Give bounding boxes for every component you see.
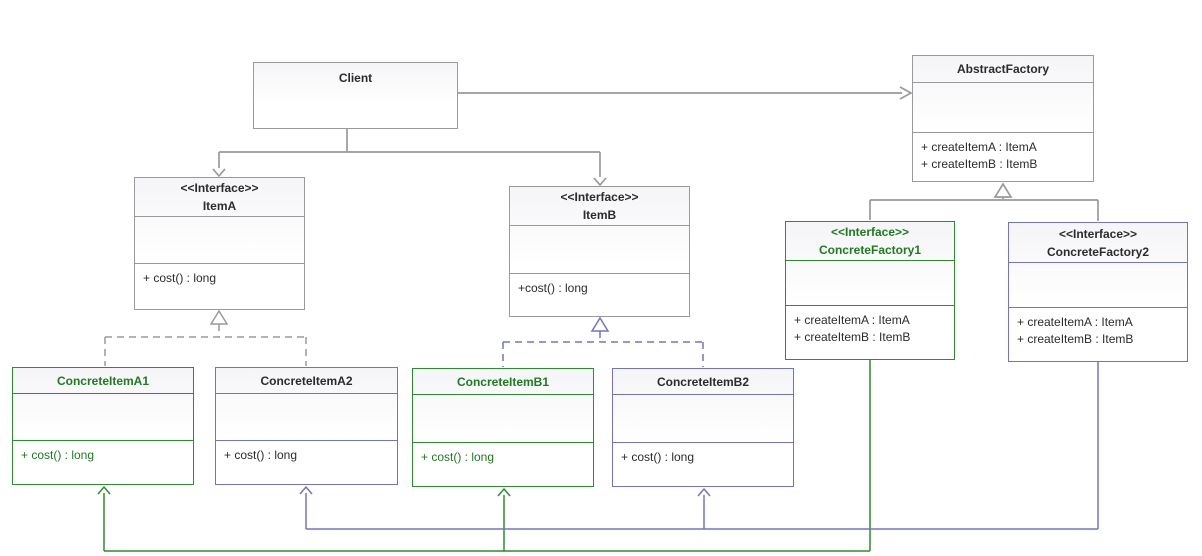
attributes-compartment [510,225,689,273]
method-label: + cost() : long [143,271,217,285]
class-title: AbstractFactory [956,62,1050,76]
interface-concretefactory2[interactable]: <<Interface>> ConcreteFactory2 + createI… [1008,222,1188,362]
edge-factory1-to-items[interactable] [97,360,871,552]
method-label: +cost() : long [518,281,588,295]
class-client[interactable]: Client [253,62,458,129]
methods-compartment: + cost() : long [216,440,397,484]
method-label: + createItemB : ItemB [921,157,1038,171]
open-arrowhead-down-icon [212,168,226,178]
class-header: <<Interface>> ConcreteFactory1 [786,222,954,260]
attributes-compartment [135,216,304,263]
interface-itemb[interactable]: <<Interface>> ItemB +cost() : long [509,186,690,317]
hollow-triangle-icon [590,316,610,332]
hollow-triangle-icon [993,182,1013,198]
class-title: ConcreteItemB2 [656,374,750,389]
methods-compartment: + cost() : long [613,442,793,486]
stereotype-label: <<Interface>> [1058,226,1138,241]
attributes-compartment [413,394,593,442]
method-label: + createItemB : ItemB [1017,332,1134,346]
class-title: ConcreteItemA1 [56,373,150,388]
interface-itema[interactable]: <<Interface>> ItemA + cost() : long [134,177,305,310]
attributes-compartment [613,394,793,442]
methods-compartment: + cost() : long [413,442,593,486]
methods-compartment: + createItemA : ItemA + createItemB : It… [1009,307,1187,361]
method-label: + createItemA : ItemA [921,140,1037,154]
class-title: ItemA [202,199,237,213]
class-concreteitemb1[interactable]: ConcreteItemB1 + cost() : long [412,368,594,487]
method-label: + createItemB : ItemB [794,330,911,344]
edge-line[interactable] [103,360,871,552]
methods-compartment: + cost() : long [13,440,193,484]
method-label: + cost() : long [21,448,95,462]
edge-itemb-realization[interactable] [502,316,704,367]
attributes-compartment [13,393,193,440]
edge-line-dashed[interactable] [502,331,704,367]
class-title: Client [338,71,373,85]
class-concreteitemb2[interactable]: ConcreteItemB2 + cost() : long [612,368,794,487]
method-label: + createItemA : ItemA [794,313,910,327]
open-arrowhead-up-icon [299,485,313,495]
edge-factories-generalization[interactable] [869,182,1099,221]
edge-itema-realization[interactable] [104,309,307,366]
class-title: ConcreteFactory2 [1046,244,1150,259]
stereotype-label: <<Interface>> [180,181,259,195]
edge-line[interactable] [869,197,1099,221]
hollow-triangle-icon [209,309,229,325]
edge-line[interactable] [218,129,601,177]
open-arrowhead-up-icon [697,487,711,497]
method-label: + cost() : long [421,450,495,464]
class-header: <<Interface>> ItemA [135,178,304,216]
edge-factory2-to-items[interactable] [299,362,1099,530]
open-arrowhead-down-icon [593,177,607,187]
class-title: ItemB [582,208,617,222]
class-title: ConcreteItemA2 [260,373,353,388]
stereotype-label: <<Interface>> [560,190,639,204]
class-concreteitema1[interactable]: ConcreteItemA1 + cost() : long [12,367,194,485]
open-arrowhead-up-icon [97,485,111,495]
attributes-compartment [216,393,397,440]
stereotype-label: <<Interface>> [830,225,910,239]
edge-client-to-items[interactable] [212,129,607,187]
methods-compartment: + cost() : long [135,263,304,309]
interface-concretefactory1[interactable]: <<Interface>> ConcreteFactory1 + createI… [785,221,955,360]
edge-client-to-abstractfactory[interactable] [458,86,913,100]
class-abstractfactory[interactable]: AbstractFactory + createItemA : ItemA + … [912,55,1094,182]
attributes-compartment [1009,262,1187,307]
open-arrowhead-right-icon [899,86,913,100]
methods-compartment: + createItemA : ItemA + createItemB : It… [913,132,1093,181]
method-label: + cost() : long [621,450,695,464]
attributes-compartment [786,260,954,305]
edge-line-dashed[interactable] [104,324,307,366]
class-header: <<Interface>> ItemB [510,187,689,225]
class-concreteitema2[interactable]: ConcreteItemA2 + cost() : long [215,367,398,485]
methods-compartment: +cost() : long [510,273,689,316]
edge-line[interactable] [305,362,1099,530]
method-label: + cost() : long [224,448,298,462]
methods-compartment: + createItemA : ItemA + createItemB : It… [786,305,954,359]
open-arrowhead-up-icon [497,487,511,497]
method-label: + createItemA : ItemA [1017,315,1133,329]
class-title: ConcreteFactory1 [818,243,922,257]
class-title: ConcreteItemB1 [456,374,550,389]
attributes-compartment [913,82,1093,132]
class-header: <<Interface>> ConcreteFactory2 [1009,223,1187,262]
